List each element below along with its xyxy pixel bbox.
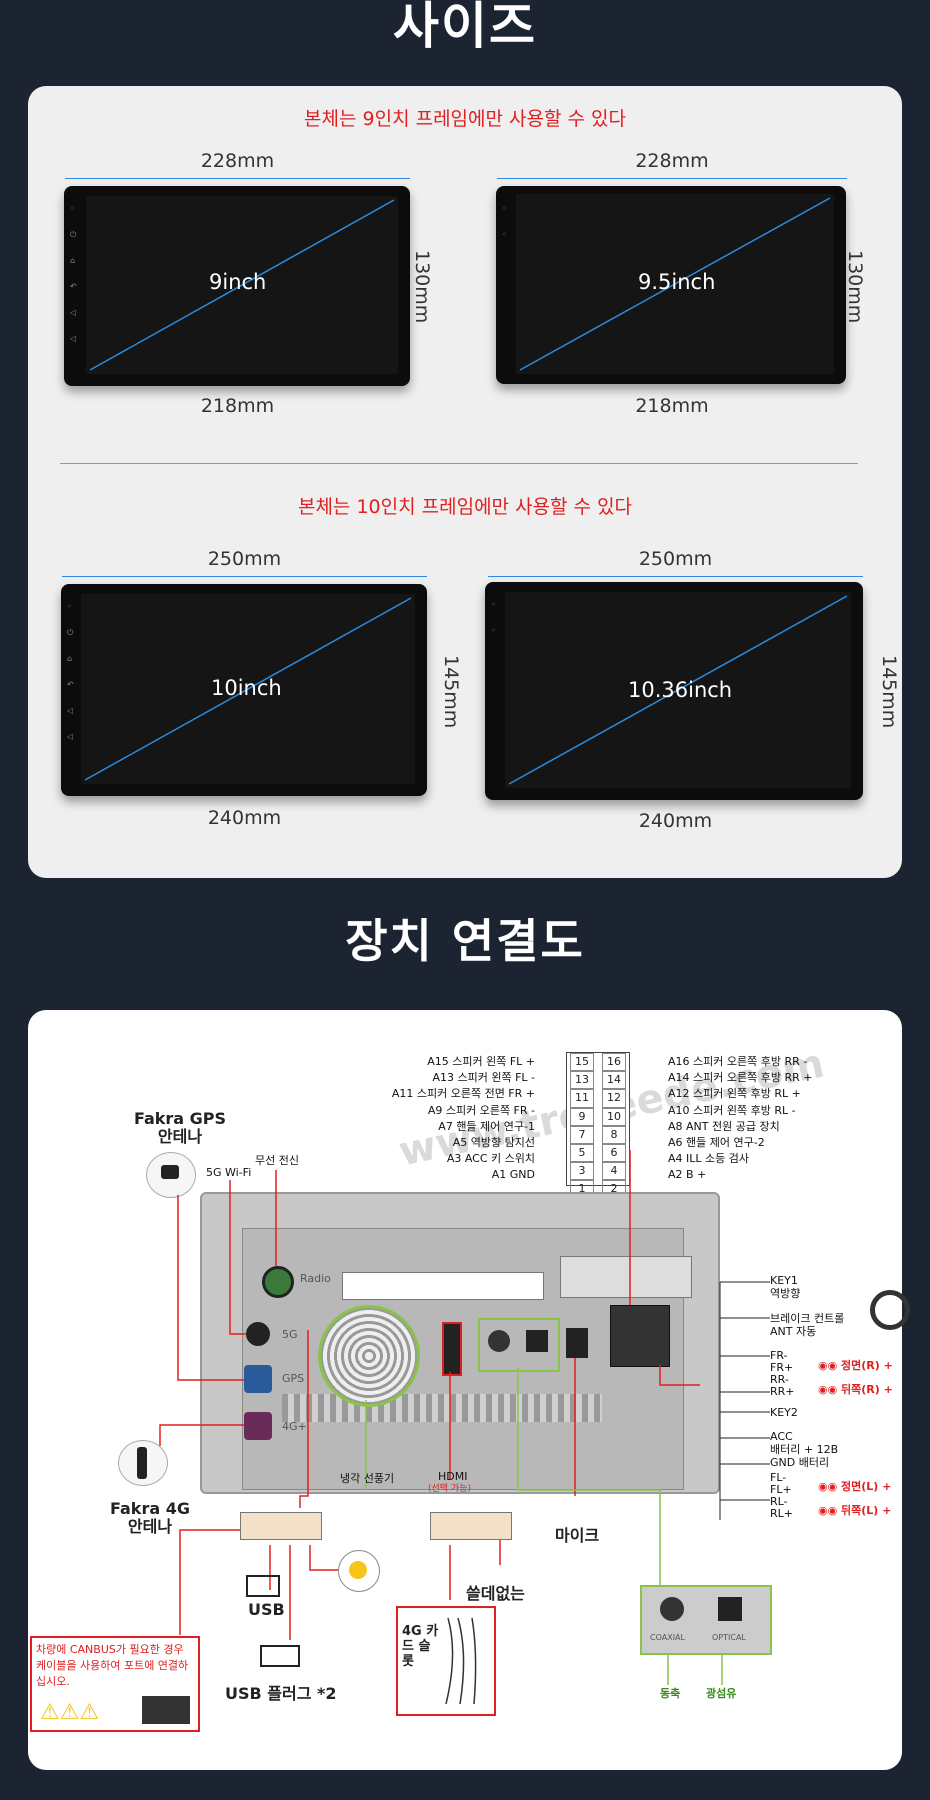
canbus-note: 차량에 CANBUS가 필요한 경우 케이블을 사용하여 포트에 연결하십시오. [36,1643,189,1688]
dim-bottom: 240mm [207,807,282,829]
dim-line [62,576,427,577]
dim-bottom: 240mm [638,810,713,832]
caption-10inch: 본체는 10인치 프레임에만 사용할 수 있다 [297,496,633,518]
usb-label: USB [248,1600,285,1619]
key2-label: KEY2 [770,1406,798,1419]
pin-labels-left: A15 스피커 왼쪽 FL +A13 스피커 왼쪽 FL -A11 스피커 오른… [391,1055,535,1182]
screen-label: 10inch [211,676,282,700]
screen-label: 9inch [209,270,267,294]
fakra-gps-label: Fakra GPS 안테나 [133,1109,227,1146]
gps-port [244,1365,272,1393]
right-labels-brake: 브레이크 컨트롤 ANT 자동 [770,1312,845,1338]
canbus-note-box: 차량에 CANBUS가 필요한 경우 케이블을 사용하여 포트에 연결하십시오.… [30,1636,200,1732]
canbus-port-icon [142,1696,190,1724]
rear-l-label: ◉◉ 뒤쪽(L) + [818,1504,892,1517]
usb-connector [240,1512,322,1540]
gps-antenna-icon [146,1152,196,1198]
audio-inset: COAXIAL OPTICAL [640,1585,772,1655]
mic-label: 마이크 [555,1526,600,1545]
5g-label: 5G [282,1328,298,1341]
4g-antenna-icon [118,1440,168,1486]
audio-ports [478,1318,560,1372]
screen-10inch: ◦⏻⌂↶◁◁ 10inch [61,584,427,796]
divider [60,463,858,464]
size-title: 사이즈 [393,0,537,55]
connection-title: 장치 연결도 [345,914,585,968]
screen-9-5inch: ◦◦ 9.5inch [496,186,846,384]
side-icons: ◦⏻⌂↶◁◁ [70,204,77,343]
dim-bottom: 218mm [635,395,709,417]
dim-top: 228mm [635,150,709,172]
screen-label: 9.5inch [638,270,716,294]
wireless-label: 무선 전신 [255,1154,299,1167]
cooling-fan [318,1305,420,1407]
right-labels-top: KEY1 역방향 [770,1274,801,1300]
dim-line [488,576,863,577]
radio-label: Radio [300,1272,331,1285]
front-r-label: ◉◉ 정면(R) + [818,1359,893,1372]
warning-icons: ⚠⚠⚠ [40,1700,100,1725]
side-icons: ◦⏻⌂↶◁◁ [67,602,74,741]
useless-label: 쓸데없는 [466,1584,525,1603]
rear-r-label: ◉◉ 뒤쪽(R) + [818,1383,893,1396]
hdmi-label: HDMI [438,1470,468,1483]
dim-bottom: 218mm [200,395,275,417]
gps-label: GPS [282,1372,305,1385]
dim-line [65,178,410,179]
hdmi-port [442,1322,462,1376]
side-icons: ◦◦ [491,600,496,635]
dim-top: 250mm [638,548,713,570]
wifi-label: 5G Wi-Fi [206,1166,252,1179]
steering-wheel-icon [870,1290,910,1330]
usb-icon [246,1575,280,1597]
radio-port [262,1266,294,1298]
screen-9inch: ◦⏻⌂↶◁◁ 9inch [64,186,410,386]
5g-port [246,1322,270,1346]
harness-port [610,1305,670,1367]
front-l-label: ◉◉ 정면(L) + [818,1480,892,1493]
caption-9inch: 본체는 9인치 프레임에만 사용할 수 있다 [304,108,626,130]
side-icons: ◦◦ [502,204,507,239]
right-labels-front-l: FL-FL+ RL-RL+ [770,1471,793,1520]
4g-port [244,1412,272,1440]
fan-label: 냉각 선풍기 [340,1472,395,1485]
hdmi-note: (선택 가능) [428,1484,472,1494]
rca-icon [338,1550,380,1592]
dim-top: 250mm [207,548,282,570]
screen-10-36inch: ◦◦ 10.36inch [485,582,863,800]
card-slot-box: 4G 카드 슬롯 [396,1606,496,1716]
right-labels-power: ACC 배터리 + 12B GND 배터리 [770,1430,839,1469]
screen-label: 10.36inch [628,678,733,702]
dim-top: 228mm [200,150,275,172]
pin-labels-right: A16 스피커 오른쪽 후방 RR -A14 스피커 오른쪽 후방 RR +A1… [668,1055,813,1182]
fakra-4g-label: Fakra 4G 안테나 [110,1499,190,1536]
4g-label: 4G+ [282,1420,307,1433]
usb-plug-icon [260,1645,300,1667]
mic-port [566,1328,588,1358]
dim-line [497,178,847,179]
coaxial-label: 동축 [660,1687,681,1700]
usb-plug-label: USB 플러그 *2 [225,1684,337,1703]
optical-label: 광섬유 [706,1687,737,1700]
right-labels-front-r: FR-FR+ RR-RR+ [770,1349,795,1398]
aux-connector [430,1512,512,1540]
